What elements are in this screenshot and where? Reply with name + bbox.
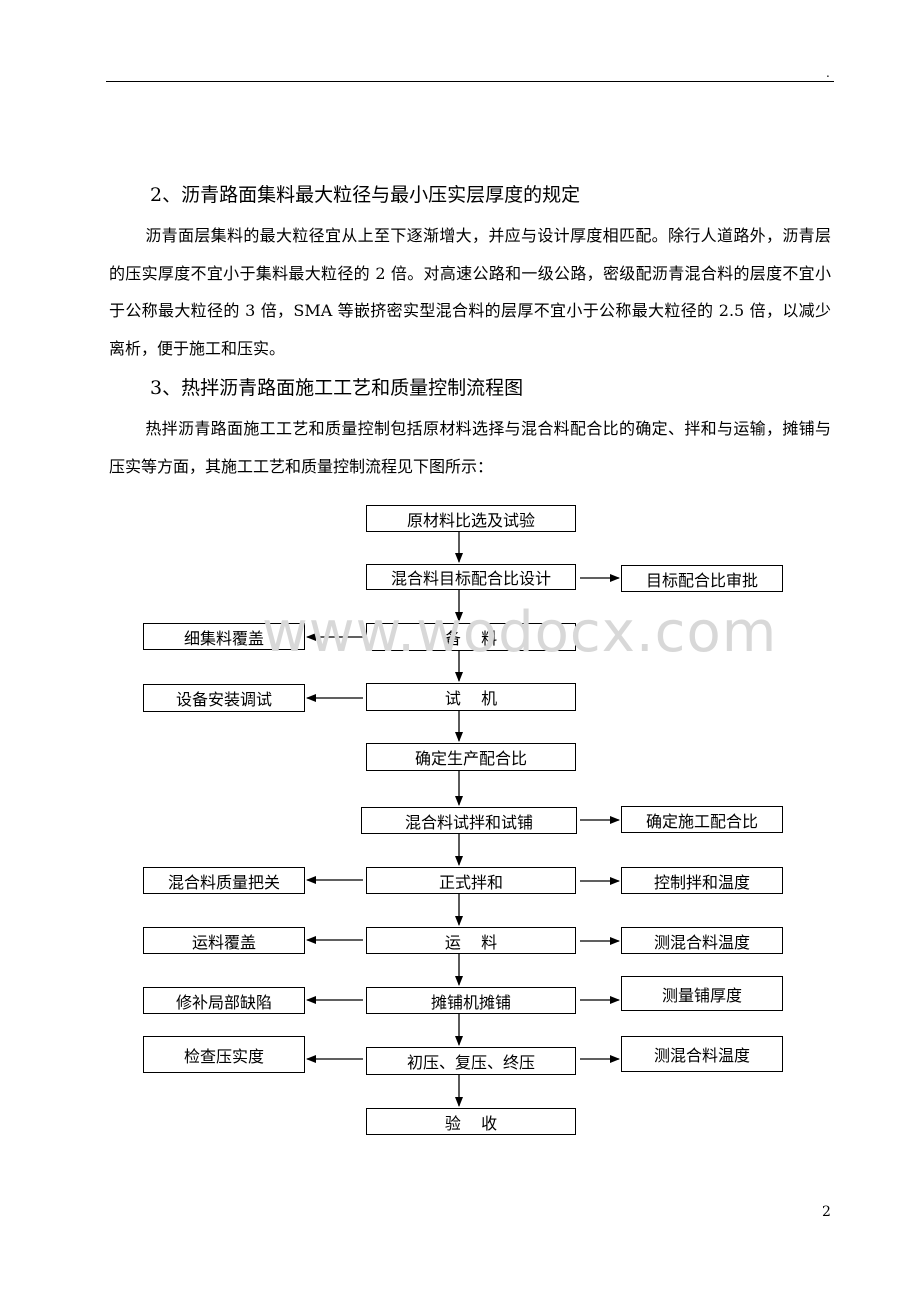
flow-step-paving: 摊铺机摊铺 xyxy=(366,987,576,1014)
flow-left-check-compaction: 检查压实度 xyxy=(143,1036,305,1073)
header-rule xyxy=(106,81,834,82)
flow-right-paving-thickness: 测量铺厚度 xyxy=(621,976,783,1011)
header-mark: . xyxy=(826,66,830,80)
page-number: 2 xyxy=(822,1204,831,1220)
flow-step-compaction: 初压、复压、终压 xyxy=(366,1047,576,1075)
flow-step-trial-mixing-paving: 混合料试拌和试铺 xyxy=(361,807,577,834)
flow-right-construction-mix: 确定施工配合比 xyxy=(621,806,783,833)
flow-step-trial-run: 试 机 xyxy=(366,683,576,711)
flow-step-production-mix: 确定生产配合比 xyxy=(366,743,576,771)
flow-step-acceptance: 验 收 xyxy=(366,1108,576,1135)
flow-right-mixing-temperature: 控制拌和温度 xyxy=(621,867,783,894)
flow-left-mix-quality-check: 混合料质量把关 xyxy=(143,867,305,894)
flow-step-material-prep: 备 料 xyxy=(366,623,576,651)
watermark: www.wodocx.com xyxy=(262,600,778,665)
flow-right-target-mix-approval: 目标配合比审批 xyxy=(621,565,783,592)
section-2-paragraph-text: 沥青面层集料的最大粒径宜从上至下逐渐增大，并应与设计厚度相匹配。除行人道路外，沥… xyxy=(109,226,831,358)
flow-left-transport-cover: 运料覆盖 xyxy=(143,927,305,954)
flow-step-target-mix-design: 混合料目标配合比设计 xyxy=(366,564,576,590)
flow-right-mix-temperature-1: 测混合料温度 xyxy=(621,927,783,954)
flow-step-formal-mixing: 正式拌和 xyxy=(366,867,576,894)
section-3-paragraph-text: 热拌沥青路面施工工艺和质量控制包括原材料选择与混合料配合比的确定、拌和与运输，摊… xyxy=(109,419,831,476)
flow-left-equipment-setup: 设备安装调试 xyxy=(143,684,305,712)
section-2-heading: 2、沥青路面集料最大粒径与最小压实层厚度的规定 xyxy=(150,184,581,206)
flow-left-repair-defects: 修补局部缺陷 xyxy=(143,987,305,1014)
section-3-paragraph: 热拌沥青路面施工工艺和质量控制包括原材料选择与混合料配合比的确定、拌和与运输，摊… xyxy=(109,410,831,485)
flow-left-fine-aggregate-cover: 细集料覆盖 xyxy=(143,623,305,650)
section-2-paragraph: 沥青面层集料的最大粒径宜从上至下逐渐增大，并应与设计厚度相匹配。除行人道路外，沥… xyxy=(109,217,831,367)
section-3-heading: 3、热拌沥青路面施工工艺和质量控制流程图 xyxy=(150,377,524,399)
flow-right-mix-temperature-2: 测混合料温度 xyxy=(621,1036,783,1072)
flow-step-raw-material: 原材料比选及试验 xyxy=(366,505,576,532)
flow-step-transport: 运 料 xyxy=(366,927,576,954)
